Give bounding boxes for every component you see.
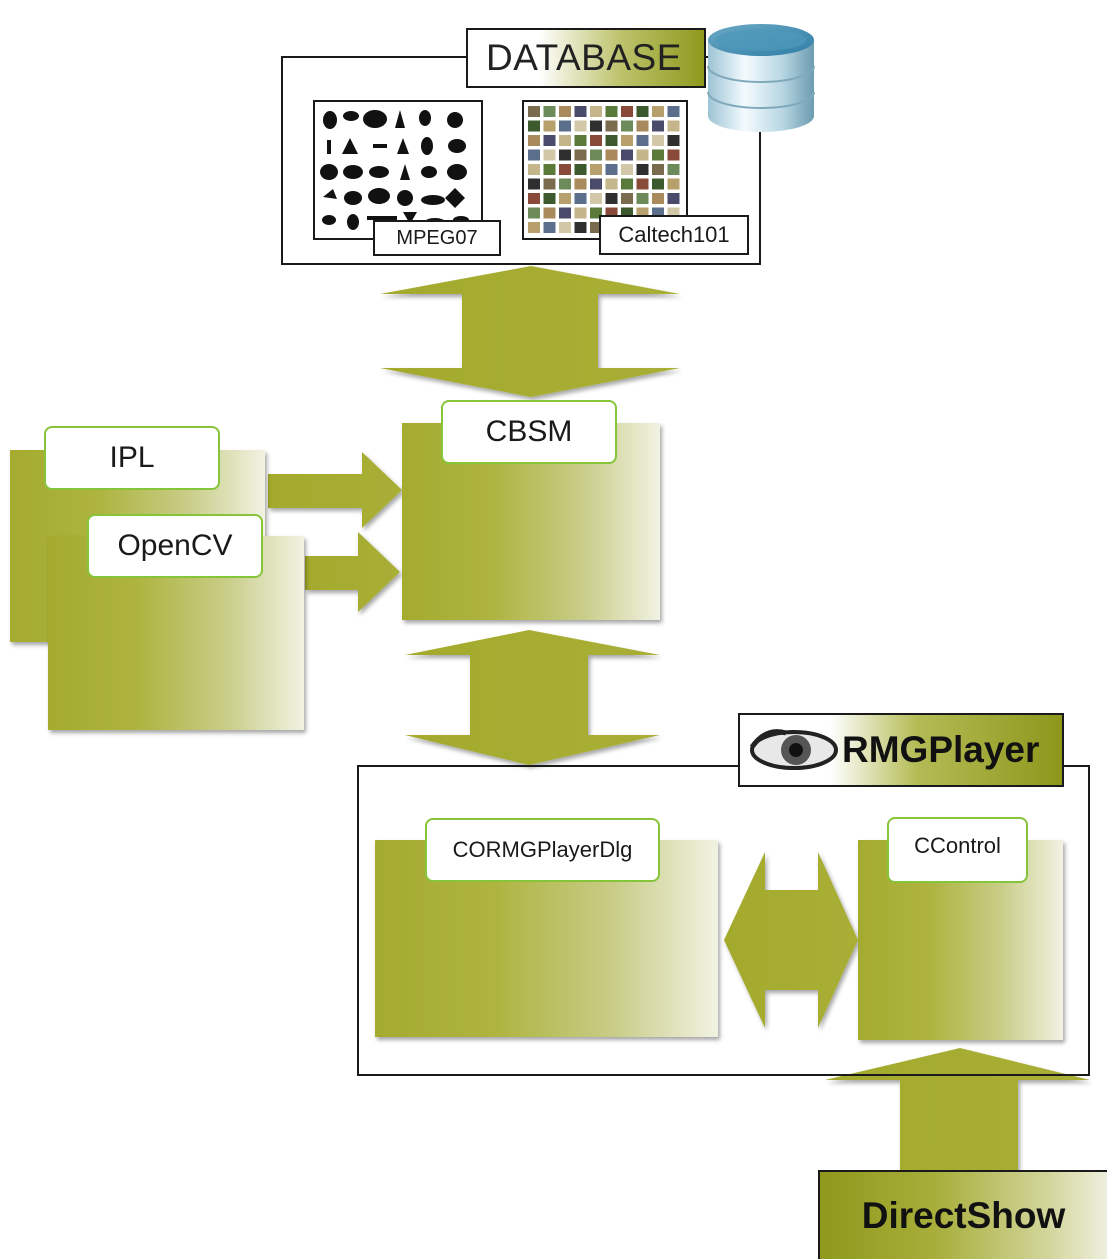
ipl-tab: IPL [44,426,220,490]
mpeg07-thumbnail [313,100,483,240]
cbsm-tab: CBSM [441,400,617,464]
ccontrol-label: CControl [914,833,1001,858]
ccontrol-tab: CControl [887,817,1028,883]
opencv-tab: OpenCV [87,514,263,578]
cormgplayerdlg-label: CORMGPlayerDlg [452,837,633,862]
mpeg07-label: MPEG07 [373,220,501,256]
arrow-dlg-ccontrol [724,852,858,1028]
database-cylinder-icon [707,24,815,132]
arrow-cbsm-rmgplayer [405,630,660,765]
rmgplayer-title-tab: RMGPlayer [738,713,1064,787]
caltech101-label: Caltech101 [599,215,749,255]
arrow-ipl-cbsm [268,452,402,528]
database-title-tab: DATABASE [466,28,706,88]
rmgplayer-eye-logo-icon [749,729,838,770]
rmgplayer-frame [357,765,1090,1076]
directshow-box: DirectShow [818,1170,1107,1259]
arrow-database-cbsm [380,266,680,397]
cormgplayerdlg-tab: CORMGPlayerDlg [425,818,660,882]
directshow-label: DirectShow [861,1194,1066,1236]
cbsm-label: CBSM [485,415,573,448]
arrow-opencv-cbsm [305,532,400,612]
opencv-label: OpenCV [117,529,233,562]
database-title: DATABASE [486,37,682,78]
rmgplayer-title: RMGPlayer [842,729,1040,770]
ipl-label: IPL [109,441,155,474]
silhouettes-icon [320,110,469,230]
arrow-directshow-ccontrol [825,1048,1090,1170]
